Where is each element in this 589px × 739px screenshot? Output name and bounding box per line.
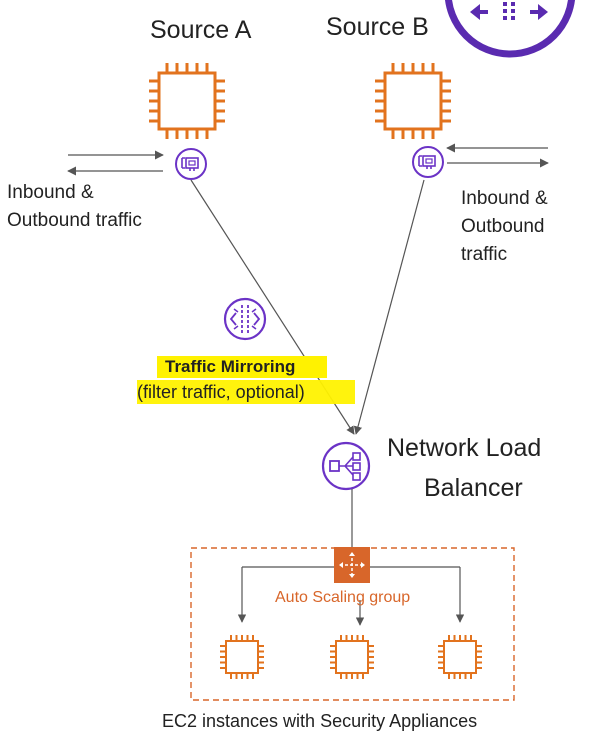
traffic-mirroring-subtitle: (filter traffic, optional) — [137, 382, 305, 402]
traffic-arrows-right — [446, 143, 549, 168]
source-a-ec2-icon — [147, 61, 227, 141]
source-a-network-interface-icon — [175, 148, 207, 180]
mirroring-title-highlight — [157, 356, 327, 378]
nlb-label-line2: Balancer — [424, 474, 523, 502]
traffic-mirroring-icon — [223, 297, 267, 341]
traffic-left-line1: Inbound & — [7, 182, 94, 203]
auto-scaling-icon — [334, 547, 370, 583]
ec2-instance-1-icon — [219, 634, 265, 680]
traffic-mirroring-title: Traffic Mirroring — [165, 357, 296, 376]
vpc-corner-icon — [445, 0, 575, 58]
source-b-label: Source B — [326, 13, 429, 41]
nlb-label-line1: Network Load — [387, 434, 542, 462]
traffic-right-line1: Inbound & — [461, 188, 548, 209]
mirroring-subtitle-highlight — [137, 380, 355, 404]
source-b-network-interface-icon — [412, 146, 444, 178]
ec2-instance-2-icon — [329, 634, 375, 680]
traffic-arrows-left — [67, 150, 164, 176]
source-a-label: Source A — [150, 16, 252, 44]
network-load-balancer-icon — [321, 441, 371, 491]
traffic-right-line3: traffic — [461, 244, 508, 265]
ec2-instance-3-icon — [437, 634, 483, 680]
source-b-ec2-icon — [373, 61, 453, 141]
traffic-right-line2: Outbound — [461, 216, 545, 237]
ec2-caption: EC2 instances with Security Appliances — [162, 711, 478, 731]
mirror-line-b — [353, 179, 425, 435]
auto-scaling-group-label: Auto Scaling group — [275, 589, 411, 606]
traffic-left-line2: Outbound traffic — [7, 210, 142, 231]
